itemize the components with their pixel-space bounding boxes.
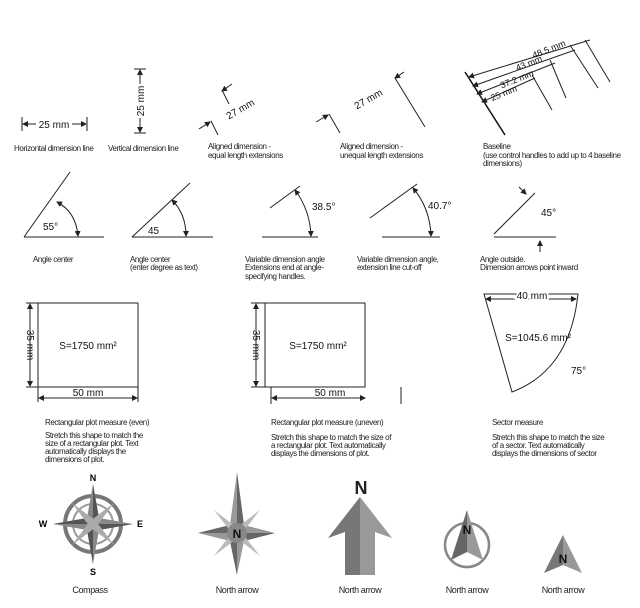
- compass-n: N: [90, 473, 97, 483]
- north-arrow-circle[interactable]: N North arrow: [443, 510, 491, 595]
- title: Sector measure: [492, 418, 544, 427]
- vertical-dimension-line[interactable]: 25 mm Vertical dimension line: [108, 68, 180, 153]
- title: Rectangular plot measure (even): [45, 418, 150, 427]
- compass[interactable]: N S W E Compass: [39, 473, 143, 595]
- caption-line: unequal length extensions: [340, 151, 423, 160]
- caption: Compass: [72, 585, 108, 595]
- angle-value: 45: [148, 226, 160, 237]
- caption-line: size of a rectangular plot. Text: [45, 439, 140, 448]
- caption-line: Baseline: [483, 142, 511, 151]
- caption-line: Angle center: [33, 255, 74, 264]
- width-value: 50 mm: [73, 388, 104, 399]
- height-value: 35 mm: [24, 330, 35, 361]
- caption-line: dimensions of plot.: [45, 455, 104, 464]
- dimension-value: 25 mm: [136, 86, 147, 117]
- angle-outside[interactable]: 45° Angle outside. Dimension arrows poin…: [480, 186, 578, 272]
- caption-line: Variable dimension angle,: [357, 255, 439, 264]
- compass-w: W: [39, 519, 48, 529]
- caption-line: a rectangular plot. Text automatically: [271, 441, 386, 450]
- caption-line: Angle outside.: [480, 255, 525, 264]
- angle-value: 38.5°: [312, 202, 335, 213]
- aligned-dimension-unequal[interactable]: 27 mm Aligned dimension - unequal length…: [315, 71, 426, 160]
- aligned-dimension-equal[interactable]: 27 mm Aligned dimension - equal length e…: [198, 83, 284, 160]
- compass-e: E: [137, 519, 143, 529]
- angle-value: 40.7°: [428, 201, 451, 212]
- caption: Vertical dimension line: [108, 144, 179, 153]
- rectangular-plot-uneven[interactable]: 35 mm 50 mm S=1750 mm² Rectangular plot …: [250, 302, 402, 458]
- caption: North arrow: [542, 585, 586, 595]
- sector-measure[interactable]: 40 mm S=1045.6 mm² 75° Sector measure St…: [483, 289, 606, 458]
- caption-line: displays the dimensions of sector: [492, 449, 597, 458]
- caption-line: Aligned dimension -: [340, 142, 403, 151]
- caption-line: equal length extensions: [208, 151, 283, 160]
- rectangular-plot-even[interactable]: 35 mm 50 mm S=1750 mm² Rectangular plot …: [24, 302, 150, 464]
- caption-line: dimensions): [483, 159, 522, 168]
- north-letter: N: [463, 523, 472, 537]
- north-letter: N: [355, 478, 368, 498]
- caption-line: Variable dimension angle: [245, 255, 326, 264]
- caption: Horizontal dimension line: [14, 144, 94, 153]
- width-value: 50 mm: [315, 388, 346, 399]
- area-value: S=1045.6 mm²: [505, 333, 572, 344]
- caption-line: Stretch this shape to match the size of: [271, 433, 392, 442]
- caption-line: specifying handles.: [245, 272, 306, 281]
- dimension-value: 27 mm: [353, 87, 385, 112]
- caption-line: Extensions end at angle-: [245, 263, 324, 272]
- caption-line: displays the dimensions of plot.: [271, 449, 370, 458]
- area-value: S=1750 mm²: [289, 341, 347, 352]
- variable-dimension-angle-cutoff[interactable]: 40.7° Variable dimension angle, extensio…: [357, 183, 451, 272]
- north-letter: N: [233, 527, 242, 541]
- dimension-value: 27 mm: [225, 97, 257, 122]
- north-arrow-star[interactable]: N North arrow: [198, 472, 275, 595]
- angle-center[interactable]: 55° Angle center: [23, 171, 104, 264]
- width-value: 40 mm: [517, 291, 548, 302]
- angle-value: 45°: [541, 208, 556, 219]
- angle-value: 75°: [571, 366, 586, 377]
- caption-line: Aligned dimension -: [208, 142, 271, 151]
- caption-line: Stretch this shape to match the: [45, 431, 144, 440]
- area-value: S=1750 mm²: [59, 341, 117, 352]
- caption: North arrow: [339, 585, 383, 595]
- caption-line: Stretch this shape to match the size: [492, 433, 605, 442]
- height-value: 35 mm: [250, 330, 261, 361]
- horizontal-dimension-line[interactable]: 25 mm Horizontal dimension line: [14, 117, 95, 153]
- caption: North arrow: [216, 585, 260, 595]
- dimension-value: 25 mm: [39, 120, 70, 131]
- caption-line: Dimension arrows point inward: [480, 263, 578, 272]
- angle-center-text[interactable]: 45 Angle center (enter degree as text): [130, 182, 213, 272]
- caption-line: (use control handles to add up to 4 base…: [483, 151, 622, 160]
- angle-value: 55°: [43, 222, 58, 233]
- north-arrow-large[interactable]: N North arrow: [328, 478, 392, 595]
- north-letter: N: [559, 552, 568, 566]
- caption: North arrow: [446, 585, 490, 595]
- caption-line: Angle center: [130, 255, 171, 264]
- variable-dimension-angle[interactable]: 38.5° Variable dimension angle Extension…: [245, 185, 335, 281]
- caption-line: automatically displays the: [45, 447, 127, 456]
- baseline-dimension[interactable]: 48.5 mm 43 mm 37.2 mm 25 mm Baseline (us…: [464, 38, 622, 168]
- title: Rectangular plot measure (uneven): [271, 418, 384, 427]
- compass-s: S: [90, 567, 96, 577]
- caption-line: (enter degree as text): [130, 263, 198, 272]
- north-arrow-triangle[interactable]: N North arrow: [542, 535, 586, 595]
- caption-line: extension line cut-off: [357, 263, 423, 272]
- caption-line: of a sector. Text automatically: [492, 441, 585, 450]
